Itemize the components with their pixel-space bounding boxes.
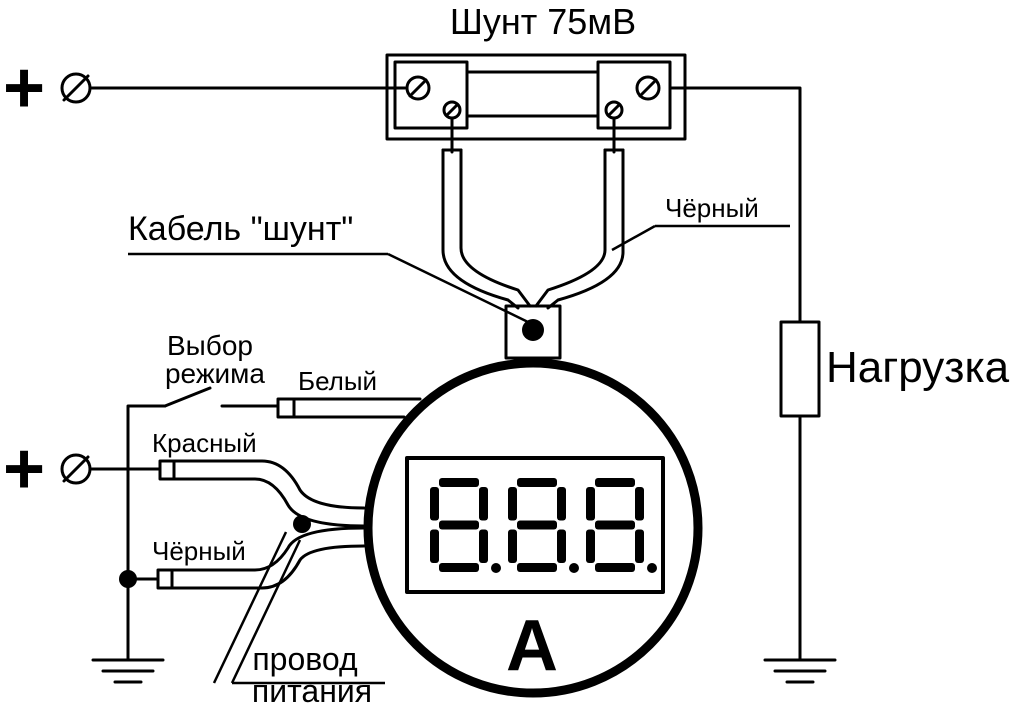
digit-segment	[439, 478, 479, 487]
decimal-point	[569, 563, 579, 573]
black-wire-label-top: Чёрный	[665, 193, 759, 223]
seven-segment-digits	[430, 478, 657, 573]
digit-segment	[557, 487, 566, 521]
terminal-slash	[62, 74, 90, 102]
ammeter: A	[363, 358, 703, 698]
junction-dot-power	[293, 515, 311, 533]
white-wire	[276, 397, 422, 419]
load-resistor	[779, 320, 821, 418]
shunt-bolt-left-icon	[405, 75, 431, 101]
shunt-cable-label: Кабель "шунт"	[128, 210, 353, 248]
ground-icon-right	[763, 658, 837, 684]
digit-segment	[517, 520, 557, 530]
load-label: Нагрузка	[826, 343, 1010, 392]
digit-segment	[479, 487, 488, 521]
shunt-connector	[504, 304, 562, 360]
power-wire-leader-1	[212, 531, 288, 684]
digit-segment	[595, 563, 635, 572]
mode-select-label-line1: Выбор	[167, 330, 253, 361]
wire-shunt-to-load	[668, 86, 802, 324]
shunt	[385, 53, 687, 141]
digit-segment	[430, 487, 439, 521]
digit-segment	[517, 478, 557, 487]
digit-segment	[635, 529, 644, 563]
decimal-point	[491, 563, 501, 573]
digit-segment	[595, 520, 635, 530]
shunt-bolt-right-icon	[635, 75, 661, 101]
mode-select-label-line2: режима	[165, 358, 265, 389]
digit-segment	[430, 529, 439, 563]
diagram-title: Шунт 75мВ	[450, 1, 636, 42]
mode-switch	[126, 386, 280, 634]
black-wire-label-bottom: Чёрный	[152, 536, 246, 566]
power-wire-label-line2: питания	[252, 673, 372, 709]
digit-segment	[586, 529, 595, 563]
digit-segment	[635, 487, 644, 521]
meter-unit-label: A	[506, 606, 558, 686]
decimal-point	[647, 563, 657, 573]
positive-terminal-top: +	[3, 48, 92, 128]
digit-segment	[517, 563, 557, 572]
shunt-base	[385, 53, 687, 141]
digit-segment	[595, 478, 635, 487]
digit-segment	[508, 529, 517, 563]
plus-sign-top: +	[3, 48, 45, 128]
digit-segment	[479, 529, 488, 563]
white-wire-label: Белый	[298, 366, 377, 396]
plus-sign-bottom: +	[3, 429, 45, 509]
shunt-bar	[465, 70, 600, 118]
meter-display	[405, 456, 665, 594]
power-wire-leader-2	[230, 539, 302, 684]
digit-segment	[439, 563, 479, 572]
digit-segment	[557, 529, 566, 563]
digit-segment	[508, 487, 517, 521]
ground-icon-left	[91, 658, 165, 684]
shunt-block-right	[596, 60, 672, 130]
shunt-cable	[441, 116, 625, 310]
red-wire	[158, 459, 366, 528]
red-wire-label: Красный	[152, 428, 257, 458]
positive-terminal-bottom: +	[3, 429, 92, 509]
digit-segment	[586, 487, 595, 521]
digit-segment	[439, 520, 479, 530]
power-wire-label-line1: провод	[252, 641, 358, 677]
meter-body	[363, 358, 703, 698]
